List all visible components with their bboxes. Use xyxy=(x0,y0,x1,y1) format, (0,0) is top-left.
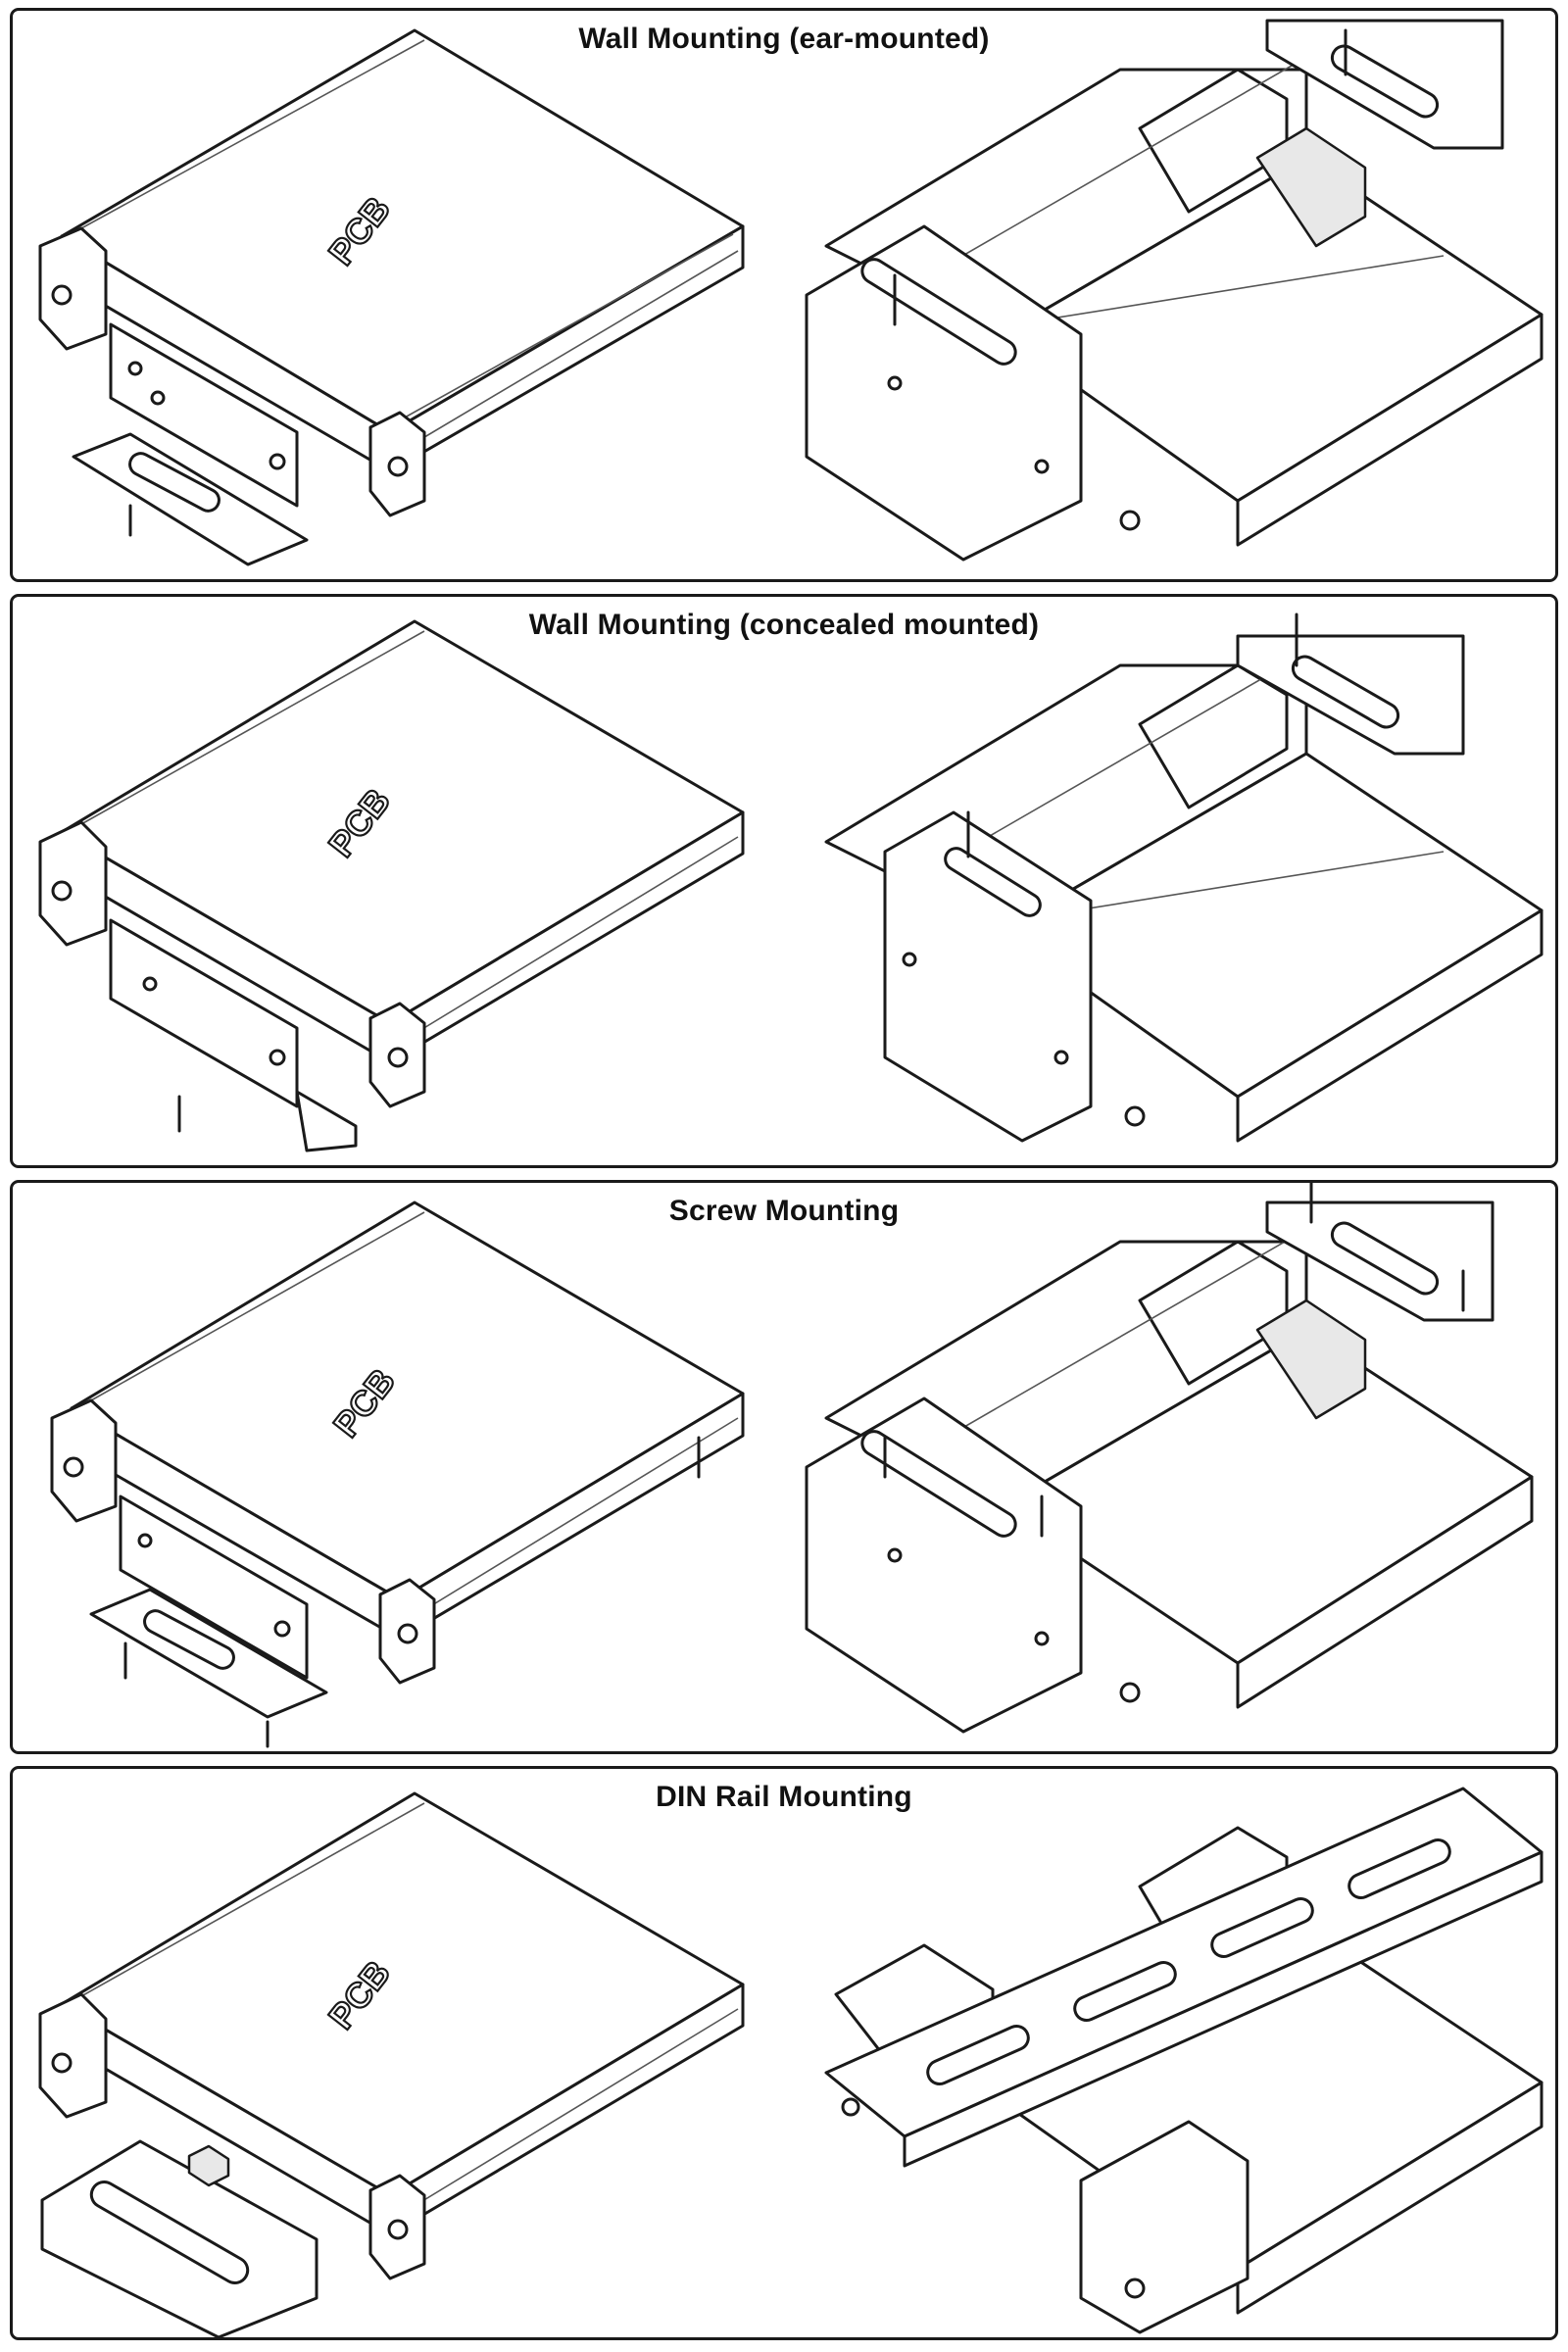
enclosure-bottom-view xyxy=(824,612,1544,1143)
panel-ear-mounted: Wall Mounting (ear-mounted) PCB xyxy=(10,8,1558,582)
enclosure-bottom-view xyxy=(805,19,1544,562)
panel-concealed-mounted: Wall Mounting (concealed mounted) PCB xyxy=(10,594,1558,1168)
panel-din-rail-mounting: DIN Rail Mounting PCB xyxy=(10,1766,1558,2340)
ear-mount-drawing: PCB xyxy=(38,19,1544,566)
enclosure-bottom-view xyxy=(805,1183,1534,1734)
enclosure-top-view xyxy=(38,1791,745,2337)
concealed-mount-drawing: PCB xyxy=(38,612,1544,1152)
panel-title: DIN Rail Mounting xyxy=(656,1781,912,1813)
enclosure-bottom-view xyxy=(824,1787,1544,2334)
enclosure-top-view xyxy=(50,1200,745,1748)
panel-screw-mounting: Screw Mounting PCB xyxy=(10,1180,1558,1754)
enclosure-top-view xyxy=(38,619,745,1152)
din-rail-mount-drawing: PCB xyxy=(38,1787,1544,2337)
panel-title: Wall Mounting (ear-mounted) xyxy=(578,23,990,55)
enclosure-top-view xyxy=(38,28,745,566)
screw-mount-drawing: PCB xyxy=(50,1183,1534,1748)
panel-title: Wall Mounting (concealed mounted) xyxy=(528,609,1040,641)
panel-title: Screw Mounting xyxy=(668,1195,900,1227)
